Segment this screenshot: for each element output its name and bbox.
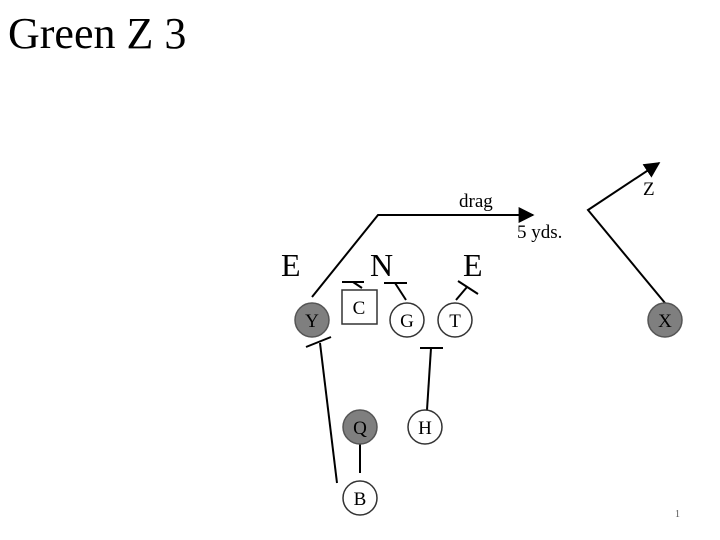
player-h: H xyxy=(407,409,443,445)
player-c: C xyxy=(341,289,378,325)
defender-end-left: E xyxy=(281,247,301,283)
defender-nose: N xyxy=(370,247,393,283)
defender-end-right: E xyxy=(463,247,483,283)
z-route-label: Z xyxy=(643,179,655,200)
player-q-label: Q xyxy=(353,418,367,439)
y-drag-route xyxy=(311,207,535,298)
b-block-line xyxy=(319,342,338,484)
h-block-line xyxy=(426,347,432,411)
player-q: Q xyxy=(342,409,378,445)
player-g-label: G xyxy=(400,311,414,332)
player-x: X xyxy=(647,302,683,338)
player-y-label: Y xyxy=(305,311,319,332)
player-t-label: T xyxy=(449,311,461,332)
player-x-label: X xyxy=(658,311,672,332)
drag-label: drag xyxy=(459,191,493,212)
b-block-bar xyxy=(305,336,332,348)
t-block-bar xyxy=(457,280,479,295)
player-c-label: C xyxy=(353,298,366,319)
player-t: T xyxy=(437,302,473,338)
player-b-label: B xyxy=(354,489,367,510)
depth-label: 5 yds. xyxy=(517,222,562,243)
g-block-line xyxy=(394,282,407,301)
player-b: B xyxy=(342,480,378,516)
t-block-line xyxy=(455,286,468,301)
player-y: Y xyxy=(294,302,330,338)
slide-title: Green Z 3 xyxy=(8,9,187,58)
player-g: G xyxy=(389,302,425,338)
x-z-route xyxy=(586,162,666,304)
page-number: 1 xyxy=(675,509,680,520)
player-h-label: H xyxy=(418,418,432,439)
